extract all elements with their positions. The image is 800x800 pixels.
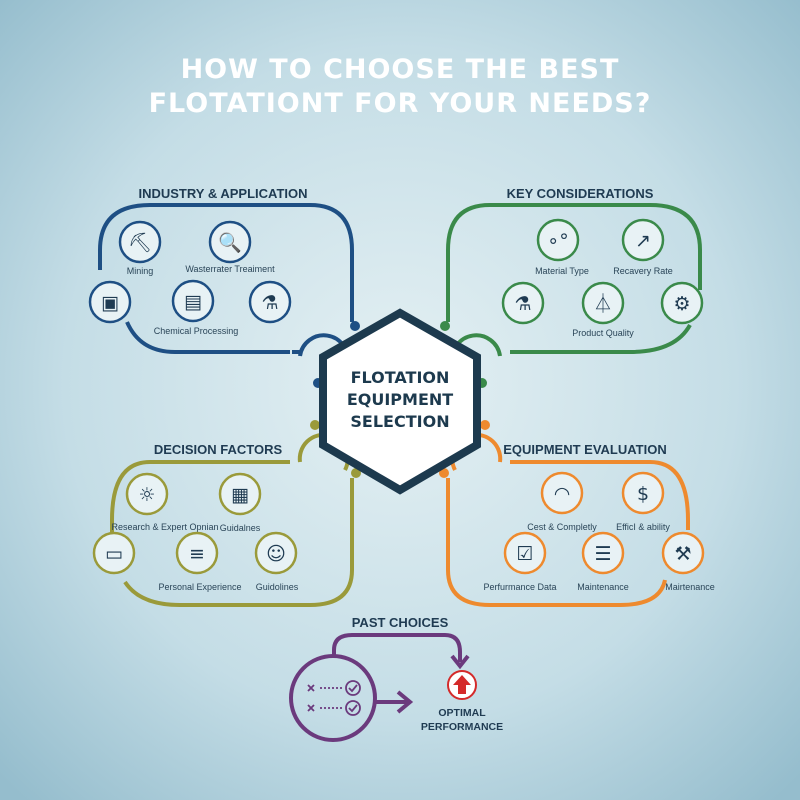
- dollar-icon: $: [621, 471, 665, 515]
- icon-glyph: ▭: [105, 543, 123, 565]
- icon-glyph: $: [637, 483, 649, 505]
- icon-glyph: ⚙: [673, 293, 690, 315]
- past-choices-checks: [307, 680, 361, 716]
- industry-connector-dot: [350, 321, 360, 331]
- evaluation-connector-dot: [480, 420, 490, 430]
- evaluation-item-label: Mairtenance: [665, 582, 715, 592]
- icon-circle: [248, 280, 292, 324]
- icon-glyph: ◠: [554, 483, 571, 505]
- bar-chart-up-icon: ↗: [621, 218, 665, 262]
- chat-bubble-icon: ≡: [175, 531, 219, 575]
- icon-circle: [621, 471, 665, 515]
- gears-icon: ⚙: [660, 281, 704, 325]
- title-line-2: FLOTATIONT FOR YOUR NEEDS?: [149, 88, 652, 119]
- icon-circle: [254, 531, 298, 575]
- decision-item-label: Research & Expert Opnian: [111, 522, 218, 532]
- evaluation-item-label: Cest & Completly: [527, 522, 597, 532]
- mine-cart-icon: ▣: [88, 280, 132, 324]
- center-line-1: FLOTATION: [351, 368, 450, 387]
- pickaxe-icon: ⛏: [118, 220, 162, 264]
- industry-item-label: Wasterrater Treaiment: [185, 264, 275, 274]
- industry-item-label: Chemical Processing: [154, 326, 239, 336]
- icon-glyph: 🔍: [218, 230, 242, 254]
- icon-glyph: ⏃: [593, 292, 612, 315]
- checklist-icon: ☑: [503, 531, 547, 575]
- icon-circle: [175, 531, 219, 575]
- decision-item-label: Personal Experience: [158, 582, 241, 592]
- evaluation-item-label: EfficI & ability: [616, 522, 670, 532]
- icon-circle: [171, 279, 215, 323]
- icon-glyph: ⚗: [514, 293, 531, 315]
- decision-item-label: Guidolines: [256, 582, 299, 592]
- decision-connector-dot: [351, 468, 361, 478]
- icon-circle: [125, 472, 169, 516]
- icon-circle: [660, 281, 704, 325]
- icon-glyph: ⛏: [128, 232, 152, 254]
- decision-item-label: Guidalnes: [220, 523, 261, 533]
- icon-glyph: ▤: [184, 291, 202, 313]
- key-connector-dot: [440, 321, 450, 331]
- center-line-2: EQUIPMENT: [347, 390, 453, 409]
- optimal-up-arrow-icon: [447, 670, 477, 700]
- icon-glyph: ☼: [138, 484, 155, 506]
- icon-circle: [536, 218, 580, 262]
- icon-circle: [92, 531, 136, 575]
- beaker-magnifier-icon: 🔍: [208, 220, 252, 264]
- optimal-line-1: OPTIMAL: [438, 707, 486, 719]
- center-line-3: SELECTION: [350, 412, 449, 431]
- icon-circle: [621, 218, 665, 262]
- panel-icons: ⛏ Mining 🔍 Wasterrater Treaiment ▣ ▤ Chemical …: [88, 218, 715, 592]
- icon-circle: [218, 472, 262, 516]
- center-hexagon: [319, 308, 481, 495]
- whiteboard-icon: ▭: [92, 531, 136, 575]
- decision-connector-dot: [310, 420, 320, 430]
- icon-circle: [118, 220, 162, 264]
- blueprint-icon: ▦: [218, 472, 262, 516]
- flask-icon: ⚗: [501, 281, 545, 325]
- icon-glyph: ∘°: [547, 230, 568, 252]
- person-icon: ☺: [254, 531, 298, 575]
- icon-circle: [581, 281, 625, 325]
- wrench-gear-icon: ⚒: [661, 531, 705, 575]
- erlenmeyer-flask-icon: ⏃: [581, 281, 625, 325]
- key-item-label: Product Quality: [572, 328, 634, 338]
- evaluation-heading: EQUIPMENT EVALUATION: [503, 442, 666, 457]
- evaluation-item-label: Maintenance: [577, 582, 629, 592]
- key-item-label: Material Type: [535, 266, 589, 276]
- decision-heading: DECISION FACTORS: [154, 442, 283, 457]
- industry-heading: INDUSTRY & APPLICATION: [138, 186, 307, 201]
- conveyor-factory-icon: ▤: [171, 279, 215, 323]
- icon-circle: [581, 531, 625, 575]
- icon-circle: [661, 531, 705, 575]
- gauge-icon: ◠: [540, 471, 584, 515]
- icon-glyph: ⚗: [261, 292, 278, 314]
- evaluation-connector-dot: [439, 468, 449, 478]
- icon-glyph: ▦: [231, 484, 249, 506]
- lightbulb-icon: ☼: [125, 472, 169, 516]
- clipboard-icon: ☰: [581, 531, 625, 575]
- bubbles-icon: ∘°: [536, 218, 580, 262]
- icon-circle: [88, 280, 132, 324]
- flask-icon: ⚗: [248, 280, 292, 324]
- evaluation-item-label: Perfurmance Data: [483, 582, 556, 592]
- optimal-line-2: PERFORMANCE: [421, 721, 503, 733]
- icon-glyph: ⚒: [674, 543, 691, 565]
- icon-glyph: ↗: [635, 230, 651, 252]
- icon-circle: [208, 220, 252, 264]
- key-item-label: Recavery Rate: [613, 266, 673, 276]
- icon-glyph: ☑: [516, 543, 533, 565]
- icon-circle: [501, 281, 545, 325]
- icon-circle: [540, 471, 584, 515]
- title-line-1: HOW TO CHOOSE THE BEST: [181, 54, 620, 85]
- key-heading: KEY CONSIDERATIONS: [507, 186, 654, 201]
- icon-glyph: ≡: [189, 543, 205, 565]
- icon-glyph: ☰: [594, 543, 611, 565]
- past-heading: PAST CHOICES: [352, 615, 449, 630]
- industry-item-label: Mining: [127, 266, 154, 276]
- icon-glyph: ☺: [266, 543, 286, 565]
- icon-circle: [503, 531, 547, 575]
- icon-glyph: ▣: [101, 292, 119, 314]
- past-choices-diagram: [289, 633, 470, 742]
